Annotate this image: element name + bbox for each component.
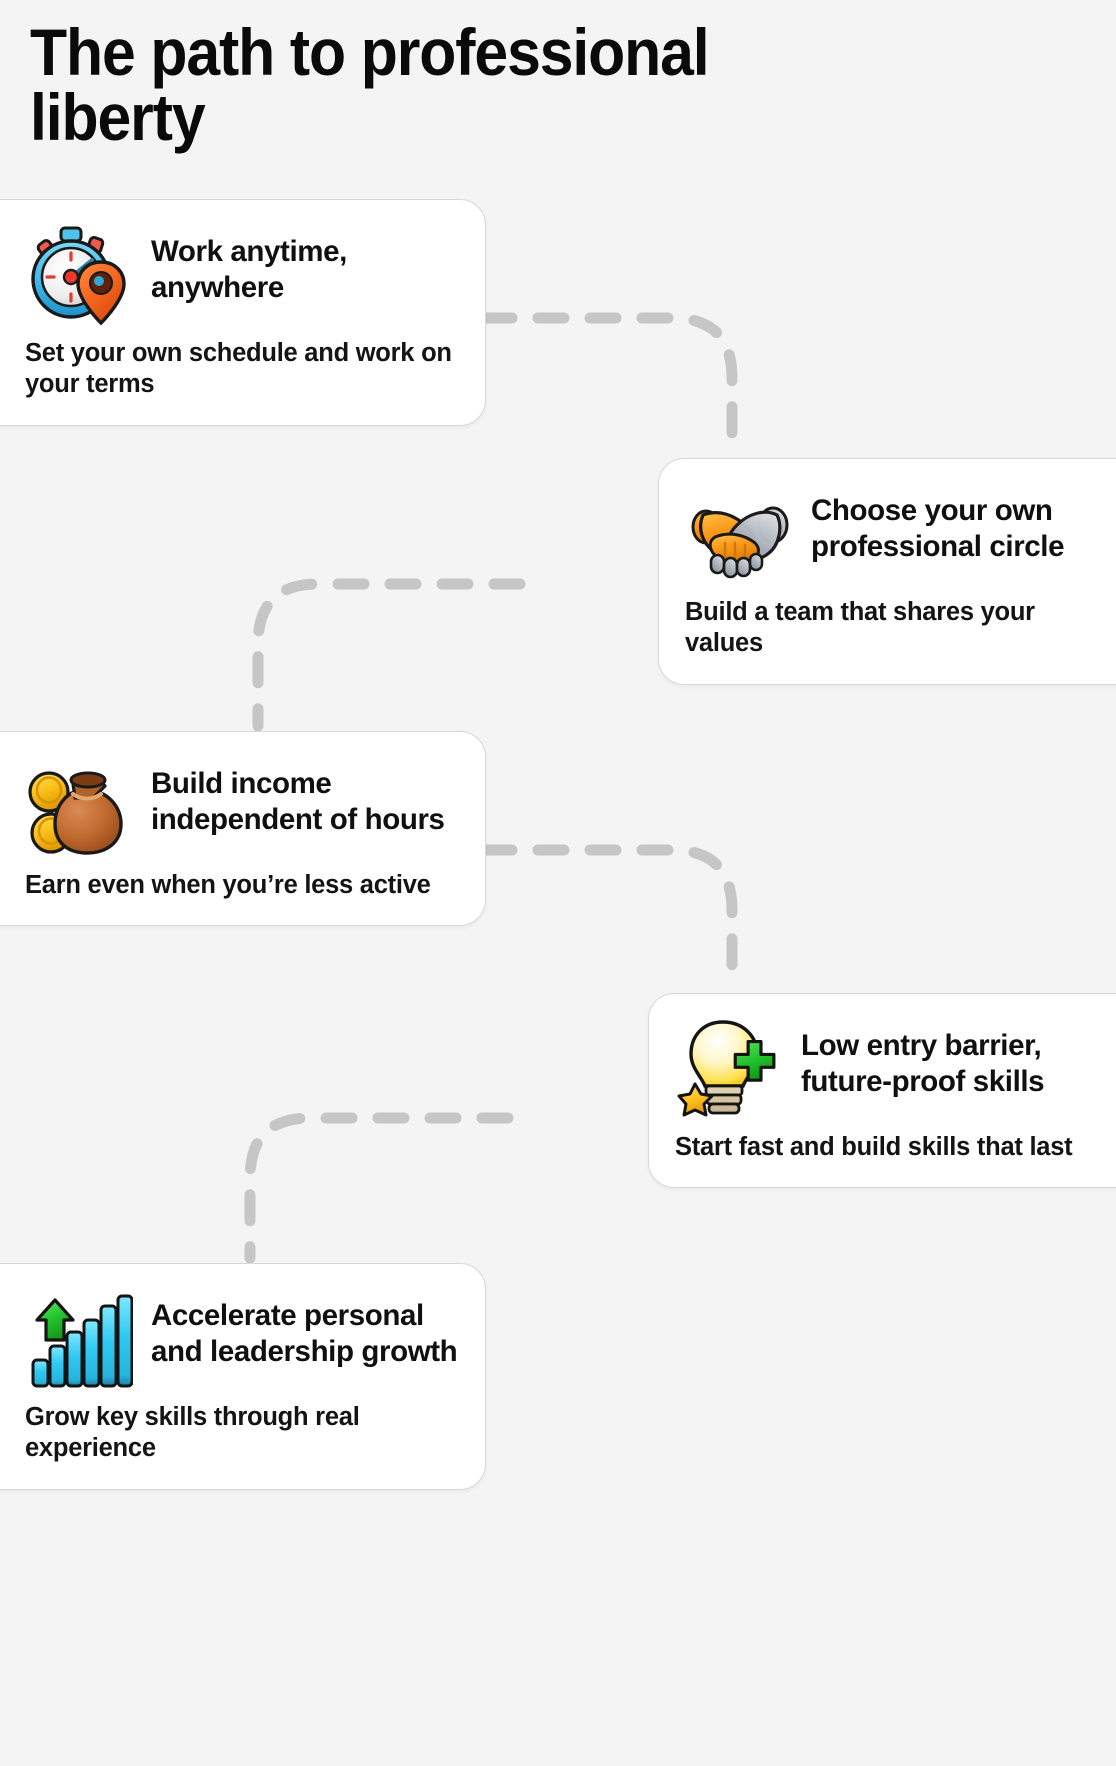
- card-header: Build income independent of hours: [25, 754, 459, 858]
- card-choose-your-own-professional-circle[interactable]: Choose your own professional circle Buil…: [658, 458, 1116, 685]
- connector-card1-to-card2: [480, 312, 738, 458]
- card-title: Accelerate personal and leadership growt…: [151, 1299, 458, 1368]
- card-title: Choose your own professional circle: [811, 494, 1065, 563]
- card-work-anytime-anywhere[interactable]: Work anytime, anywhere Set your own sche…: [0, 199, 486, 426]
- card-low-entry-barrier-future-proof-skills[interactable]: Low entry barrier, future-proof skills S…: [648, 993, 1116, 1189]
- page-title: The path to professional liberty: [30, 15, 710, 155]
- card-title: Build income independent of hours: [151, 767, 445, 836]
- card-title: Low entry barrier, future-proof skills: [801, 1029, 1045, 1098]
- connector-card3-to-card4: [480, 844, 738, 994]
- card-header: Low entry barrier, future-proof skills: [675, 1016, 1091, 1120]
- growth-bar-chart-arrow-icon: [25, 1286, 133, 1390]
- card-title: Work anytime, anywhere: [151, 235, 347, 304]
- card-description: Earn even when you’re less active: [25, 871, 431, 899]
- card-accelerate-personal-and-leadership-growth[interactable]: Accelerate personal and leadership growt…: [0, 1263, 486, 1490]
- lightbulb-plus-star-icon: [675, 1016, 783, 1120]
- connector-card2-to-card3: [252, 578, 526, 732]
- card-description: Set your own schedule and work on your t…: [25, 339, 452, 399]
- handshake-icon: [685, 481, 793, 585]
- card-description: Build a team that shares your values: [685, 598, 1035, 658]
- connector-card4-to-card5: [244, 1112, 514, 1264]
- card-header: Work anytime, anywhere: [25, 222, 459, 326]
- card-description: Start fast and build skills that last: [675, 1133, 1073, 1161]
- money-pot-coins-icon: [25, 754, 133, 858]
- card-description: Grow key skills through real experience: [25, 1403, 360, 1463]
- card-header: Accelerate personal and leadership growt…: [25, 1286, 459, 1390]
- stopwatch-location-pin-icon: [25, 222, 133, 326]
- card-header: Choose your own professional circle: [685, 481, 1091, 585]
- card-build-income-independent-of-hours[interactable]: Build income independent of hours Earn e…: [0, 731, 486, 927]
